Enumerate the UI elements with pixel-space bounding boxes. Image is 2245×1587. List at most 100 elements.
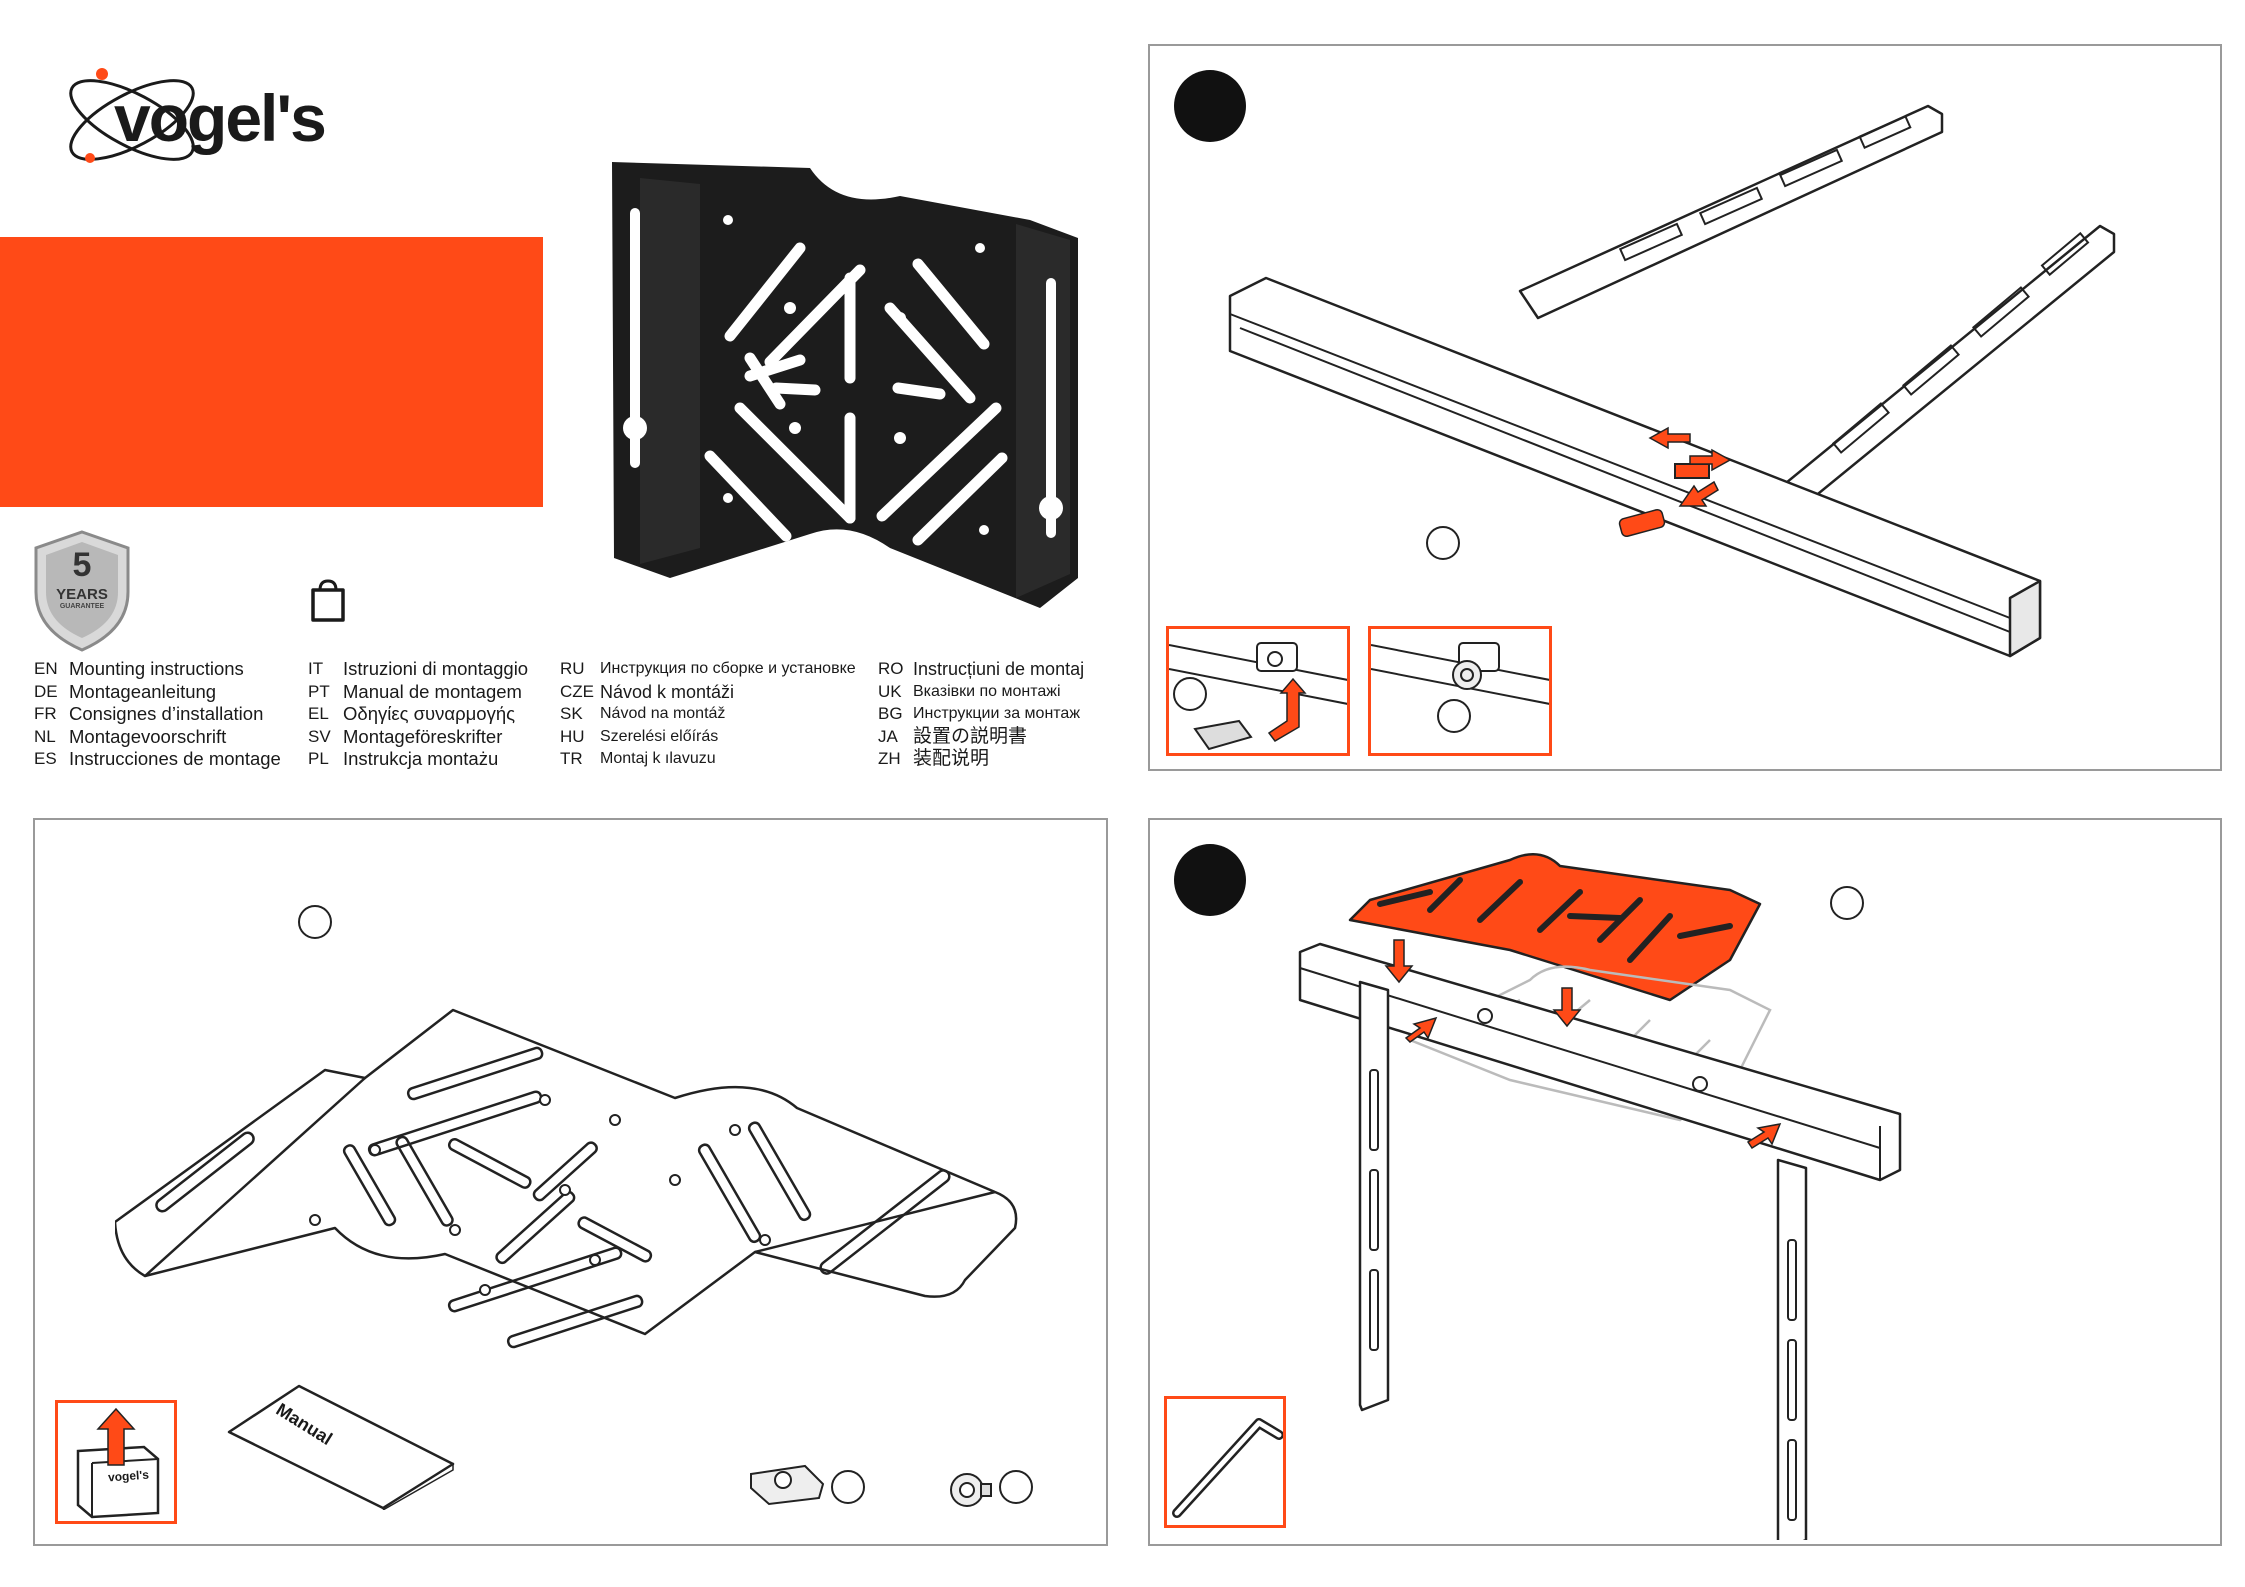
lang-text: Инструкции за монтаж bbox=[913, 705, 1081, 722]
lang-row: UK Вказівки по монтажі bbox=[878, 681, 1084, 704]
tool-box bbox=[1164, 1396, 1286, 1528]
manual-box-icon-frame: vogel's bbox=[55, 1400, 177, 1524]
lang-row: RO Instrucțiuni de montaj bbox=[878, 658, 1084, 681]
lang-text: Инструкция по сборке и установке bbox=[600, 660, 856, 677]
lang-row: JA 設置の説明書 bbox=[878, 726, 1084, 749]
product-plate-illustration bbox=[600, 158, 1080, 618]
lang-code: SK bbox=[560, 704, 583, 723]
cover-color-band bbox=[0, 237, 543, 507]
lang-text: Instrucțiuni de montaj bbox=[913, 659, 1085, 679]
tslot-insert-detail bbox=[1169, 642, 1347, 751]
lang-code: PL bbox=[308, 749, 329, 768]
lang-row: ZH 装配说明 bbox=[878, 748, 1084, 771]
lang-row: DE Montageanleitung bbox=[34, 681, 281, 704]
lang-text: Montaj k ılavuzu bbox=[600, 750, 716, 767]
warranty-guarantee-label: GUARANTEE bbox=[59, 603, 105, 610]
manual-booklet-illustration: Manual bbox=[225, 1380, 455, 1510]
lang-row: BG Инструкции за монтаж bbox=[878, 703, 1084, 726]
part-callout bbox=[831, 1470, 865, 1504]
lang-row: TR Montaj k ılavuzu bbox=[560, 748, 856, 771]
lang-row: IT Istruzioni di montaggio bbox=[308, 658, 528, 681]
shield-icon bbox=[34, 530, 130, 652]
lang-code: FR bbox=[34, 704, 57, 723]
lang-row: SK Návod na montáž bbox=[560, 703, 856, 726]
lang-text: Instrukcja montażu bbox=[343, 748, 499, 769]
part-callout bbox=[1830, 886, 1864, 920]
warranty-number: 5 bbox=[72, 546, 92, 584]
lang-text: Istruzioni di montaggio bbox=[343, 658, 529, 679]
lang-text: Návod na montáž bbox=[600, 705, 726, 722]
lang-code: CZE bbox=[560, 681, 594, 701]
tslot-nut-icon bbox=[750, 1464, 825, 1506]
lang-code: RO bbox=[878, 659, 904, 678]
lang-code: ES bbox=[34, 749, 57, 768]
lang-code: SV bbox=[308, 726, 331, 746]
lang-row: HU Szerelési előírás bbox=[560, 726, 856, 749]
lang-text: 設置の説明書 bbox=[913, 725, 1028, 747]
lang-text: Manual de montagem bbox=[343, 680, 522, 702]
step-2-panel bbox=[1148, 818, 2222, 1546]
lang-row: PL Instrukcja montażu bbox=[308, 748, 528, 771]
lang-text: Instrucciones de montage bbox=[69, 748, 281, 769]
lang-row: RU Инструкция по сборке и установке bbox=[560, 658, 856, 681]
warranty-shield: 5 YEARS GUARANTEE bbox=[32, 530, 132, 652]
parts-panel: vogel's Manual bbox=[33, 818, 1108, 1546]
lang-code: IT bbox=[308, 659, 324, 678]
lang-row: EN Mounting instructions bbox=[34, 658, 281, 681]
warranty-years-label: YEARS bbox=[56, 586, 108, 603]
step-1-panel bbox=[1148, 44, 2222, 771]
part-callout bbox=[999, 1470, 1033, 1504]
part-callout bbox=[298, 905, 332, 939]
lang-code: BG bbox=[878, 704, 903, 723]
bolt-icon bbox=[950, 1473, 992, 1507]
lang-code: JA bbox=[878, 726, 898, 746]
lang-text: Montageanleitung bbox=[69, 680, 217, 702]
manual-box-icon bbox=[76, 1407, 160, 1519]
lang-text: Consignes d’installation bbox=[69, 703, 264, 724]
box-brand-label: vogel's bbox=[107, 1467, 150, 1485]
lang-code: PT bbox=[308, 681, 330, 701]
brand-name: vogel's bbox=[114, 81, 327, 155]
lang-row: CZE Návod k montáži bbox=[560, 681, 856, 704]
detail-box-1 bbox=[1166, 626, 1350, 756]
part-callout bbox=[1426, 526, 1460, 560]
lang-code: DE bbox=[34, 681, 58, 701]
language-list-col4: RO Instrucțiuni de montaj UK Вказівки по м… bbox=[878, 658, 1084, 771]
lang-code: RU bbox=[560, 659, 585, 678]
lang-text: Mounting instructions bbox=[69, 658, 244, 679]
lang-text: 装配说明 bbox=[913, 748, 990, 769]
vogels-logo: vogel's bbox=[62, 62, 352, 172]
lang-row: SV Montageföreskrifter bbox=[308, 726, 528, 749]
lang-text: Montagevoorschrift bbox=[69, 725, 227, 747]
logo-orbit-icon bbox=[69, 68, 195, 163]
lang-code: ZH bbox=[878, 749, 901, 768]
step-2-marker bbox=[1174, 844, 1246, 916]
weight-icon bbox=[308, 578, 348, 624]
lang-row: PT Manual de montagem bbox=[308, 681, 528, 704]
language-list-col3: RU Инструкция по сборке и установке CZE Ná… bbox=[560, 658, 856, 771]
language-list-col1: EN Mounting instructions DE Montageanleitu… bbox=[34, 658, 281, 771]
lang-text: Вказівки по монтажі bbox=[913, 682, 1061, 700]
plate-line-drawing bbox=[115, 1008, 1018, 1349]
part-callout bbox=[1437, 699, 1471, 733]
lang-row: FR Consignes d’installation bbox=[34, 703, 281, 726]
detail-box-2 bbox=[1368, 626, 1552, 756]
lang-code: TR bbox=[560, 749, 583, 768]
lang-code: UK bbox=[878, 681, 902, 701]
lang-text: Návod k montáži bbox=[600, 681, 735, 702]
lang-code: HU bbox=[560, 726, 585, 746]
bracket-rail-illustration bbox=[1228, 104, 2116, 658]
plate-mounting-illustration bbox=[1298, 853, 1902, 1540]
lang-text: Οδηγίες συναρμογής bbox=[343, 703, 516, 724]
lang-row: EL Οδηγίες συναρμογής bbox=[308, 703, 528, 726]
lang-row: ES Instrucciones de montage bbox=[34, 748, 281, 771]
lang-code: EN bbox=[34, 659, 58, 678]
bolt-insert-detail bbox=[1371, 642, 1549, 705]
part-callout bbox=[1173, 677, 1207, 711]
lang-text: Szerelési előírás bbox=[600, 727, 719, 745]
language-list-col2: IT Istruzioni di montaggio PT Manual de mo… bbox=[308, 658, 528, 771]
allen-key-icon bbox=[1172, 1418, 1283, 1518]
lang-text: Montageföreskrifter bbox=[343, 725, 503, 747]
lang-code: EL bbox=[308, 704, 329, 723]
